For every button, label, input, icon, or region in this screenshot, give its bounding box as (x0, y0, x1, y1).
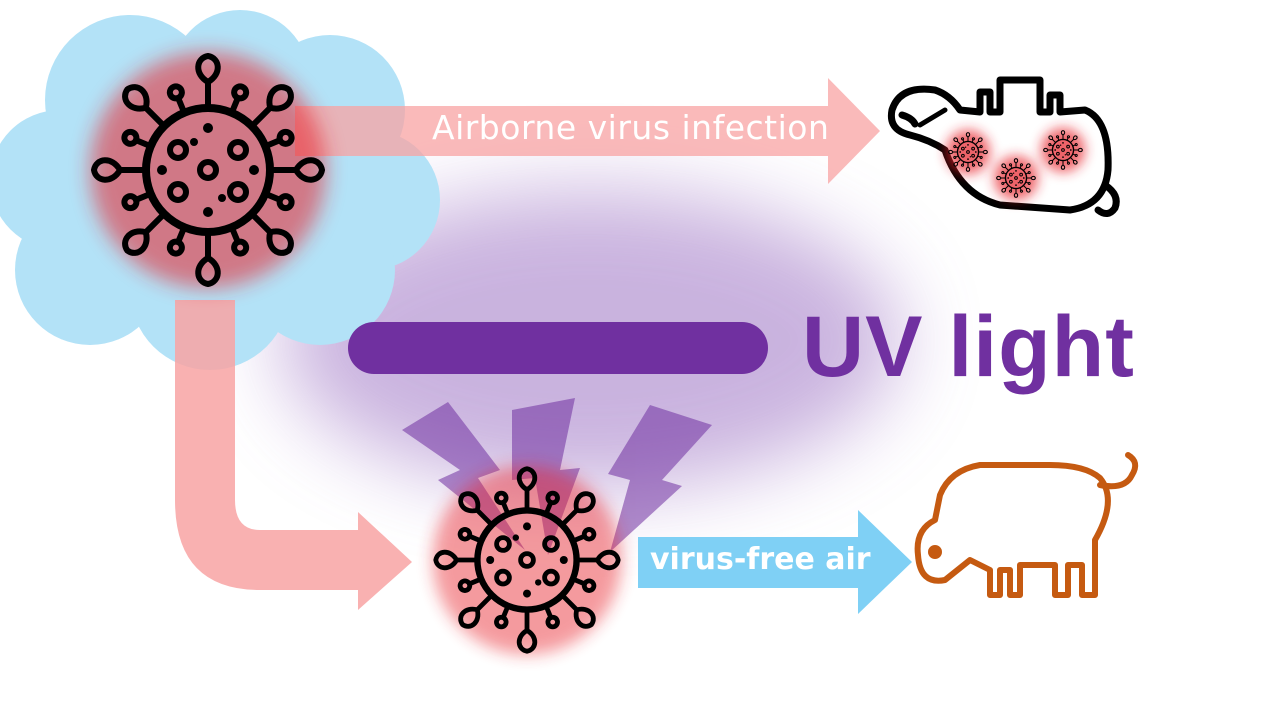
filtered-virus-icon (433, 466, 622, 655)
uv-lamp-icon (348, 322, 768, 374)
healthy-pig-icon (914, 452, 1139, 598)
uv-light-label: UV light (802, 299, 1135, 395)
sick-pig-icon (887, 76, 1120, 217)
airborne-infection-label: Airborne virus infection (432, 108, 830, 147)
virus-free-air-label: virus-free air (650, 542, 871, 577)
bent-arrow (175, 300, 412, 610)
airborne-virus-icon (90, 52, 326, 288)
airborne-arrow (295, 78, 880, 184)
virus-free-arrow (638, 510, 912, 614)
